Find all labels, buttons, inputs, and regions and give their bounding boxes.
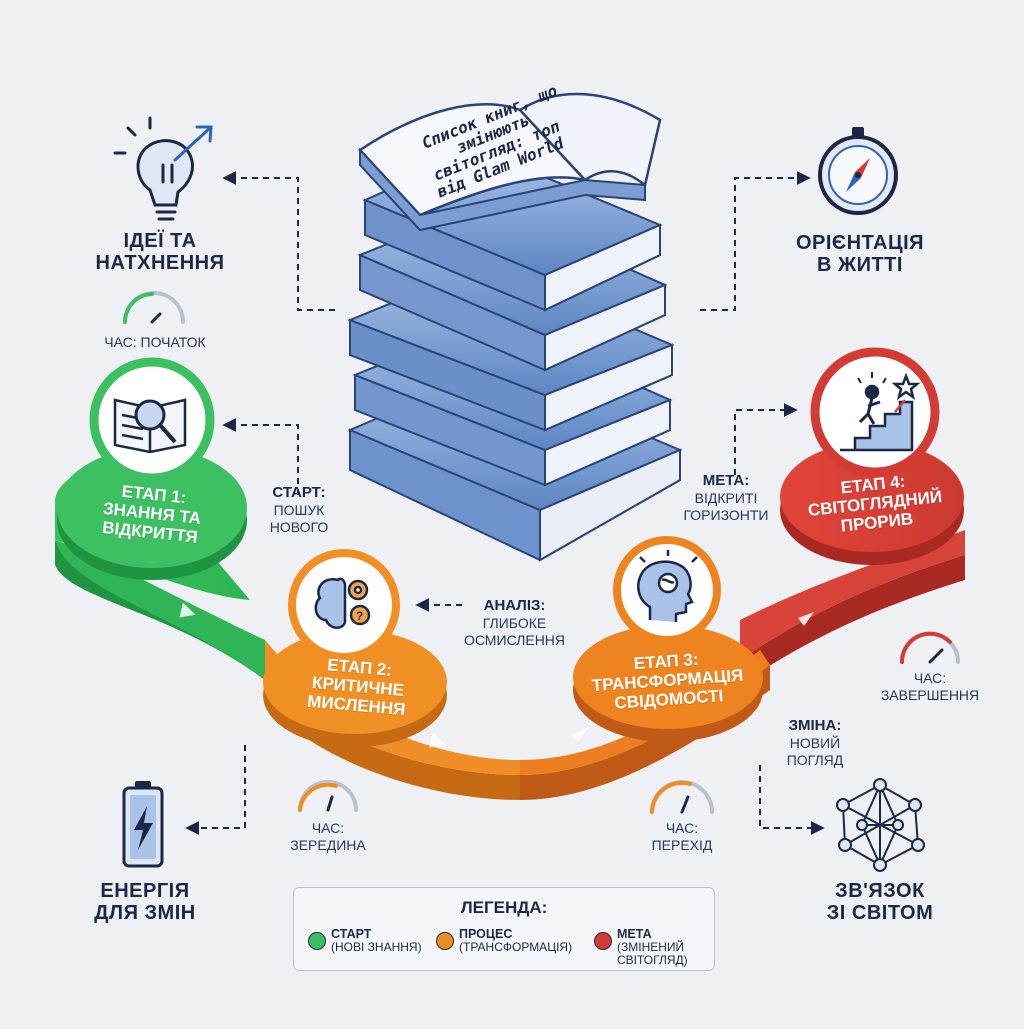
note-goal-line-1: ВІДКРИТІ [694, 490, 758, 506]
note-goal-title: МЕТА: [702, 472, 750, 489]
connection-label: ЗВ'ЯЗОК ЗІ СВІТОМ [800, 880, 960, 924]
legend-process-desc: (ТРАНСФОРМАЦІЯ) [459, 940, 573, 954]
legend-title: ЛЕГЕНДА: [460, 898, 548, 917]
note-start-line-2: НОВОГО [269, 519, 329, 535]
time-end-line-1: ЧАС: [913, 670, 947, 686]
legend-item-start: СТАРТ (НОВІ ЗНАННЯ) [308, 928, 422, 954]
time-transition: ЧАС: ПЕРЕХІД [632, 820, 732, 854]
time-transition-line-1: ЧАС: [665, 820, 699, 836]
orientation-label-line-2: В ЖИТТІ [817, 254, 903, 276]
legend-dot-green [308, 932, 326, 950]
legend-item-goal: МЕТА (ЗМІНЕНИЙ СВІТОГЛЯД) [594, 928, 688, 967]
note-start-line-1: ПОШУК [273, 502, 325, 518]
time-transition-line-2: ПЕРЕХІД [651, 837, 713, 853]
energy-label-line-1: ЕНЕРГІЯ [100, 880, 190, 902]
legend-start-desc: (НОВІ ЗНАННЯ) [331, 940, 422, 954]
gauge-icon [123, 291, 960, 814]
note-analysis: АНАЛІЗ: ГЛИБОКЕ ОСМИСЛЕННЯ [462, 597, 567, 649]
connection-label-line-2: ЗІ СВІТОМ [826, 902, 934, 924]
note-change-title: ЗМІНА: [788, 717, 842, 734]
note-goal: МЕТА: ВІДКРИТІ ГОРИЗОНТИ [676, 472, 776, 524]
legend-goal-title: МЕТА [617, 927, 652, 941]
head-globe-icon [637, 550, 698, 622]
stage-2-text: ЕТАП 2: КРИТИЧНЕ МИСЛЕННЯ [286, 652, 430, 721]
orientation-label: ОРІЄНТАЦІЯ В ЖИТТІ [775, 232, 945, 276]
legend-dot-orange [436, 932, 454, 950]
ideas-label: ІДЕЇ ТА НАТХНЕННЯ [80, 230, 240, 274]
ribbon-side-orange [265, 680, 520, 800]
ideas-label-line-2: НАТХНЕННЯ [95, 252, 225, 274]
time-middle: ЧАС: ЗЕРЕДИНА [278, 820, 378, 854]
legend-dot-red [594, 932, 612, 950]
book-magnifier-icon [113, 398, 187, 454]
note-analysis-line-1: ГЛИБОКЕ [482, 615, 547, 631]
energy-label: ЕНЕРГІЯ ДЛЯ ЗМІН [70, 880, 220, 924]
time-middle-line-1: ЧАС: [311, 820, 345, 836]
battery-bolt-icon [122, 781, 164, 868]
legend-goal-desc-1: (ЗМІНЕНИЙ [617, 940, 685, 954]
lightbulb-arrow-icon [113, 116, 213, 221]
ribbon-side-orange2 [520, 665, 770, 800]
legend-item-process: ПРОЦЕС (ТРАНСФОРМАЦІЯ) [436, 928, 572, 954]
connection-label-line-1: ЗВ'ЯЗОК [835, 880, 925, 902]
ideas-label-line-1: ІДЕЇ ТА [123, 230, 197, 252]
note-analysis-title: АНАЛІЗ: [483, 597, 546, 614]
note-goal-line-2: ГОРИЗОНТИ [683, 507, 769, 523]
ribbon-green-band [55, 540, 265, 680]
note-start: СТАРТ: ПОШУК НОВОГО [258, 484, 340, 536]
stage-3-pad [573, 536, 763, 742]
note-change-line-2: ПОГЛЯД [786, 752, 844, 768]
time-end-line-2: ЗАВЕРШЕННЯ [880, 687, 980, 703]
stairs-climber-icon [840, 372, 921, 452]
network-sphere-icon [836, 778, 925, 872]
time-start: ЧАС: ПОЧАТОК [104, 334, 206, 350]
svg-text:?: ? [356, 609, 363, 623]
note-change: ЗМІНА: НОВИЙ ПОГЛЯД [770, 717, 860, 769]
note-start-title: СТАРТ: [272, 484, 326, 501]
stage-3-text: ЕТАП 3: ТРАНСФОРМАЦІЯ СВІДОМОСТІ [578, 646, 757, 715]
legend-process-title: ПРОЦЕС [459, 927, 513, 941]
compass-icon [818, 127, 898, 215]
legend: ЛЕГЕНДА: СТАРТ (НОВІ ЗНАННЯ) ПРОЦЕС (ТРА… [293, 887, 715, 971]
book-stack [347, 92, 683, 562]
note-change-line-1: НОВИЙ [789, 735, 841, 751]
note-analysis-line-2: ОСМИСЛЕННЯ [463, 632, 566, 648]
path-arrows [179, 602, 814, 748]
energy-label-line-2: ДЛЯ ЗМІН [94, 902, 196, 924]
time-middle-line-2: ЗЕРЕДИНА [290, 837, 366, 853]
legend-start-title: СТАРТ [331, 927, 372, 941]
connectors [185, 171, 825, 835]
legend-goal-desc-2: СВІТОГЛЯД) [617, 953, 688, 967]
orientation-label-line-1: ОРІЄНТАЦІЯ [795, 232, 925, 254]
time-end: ЧАС: ЗАВЕРШЕННЯ [875, 670, 985, 704]
brain-gears-icon: ? [314, 577, 371, 629]
ribbon-red-band [740, 530, 965, 660]
ribbon-side-red [740, 555, 965, 685]
